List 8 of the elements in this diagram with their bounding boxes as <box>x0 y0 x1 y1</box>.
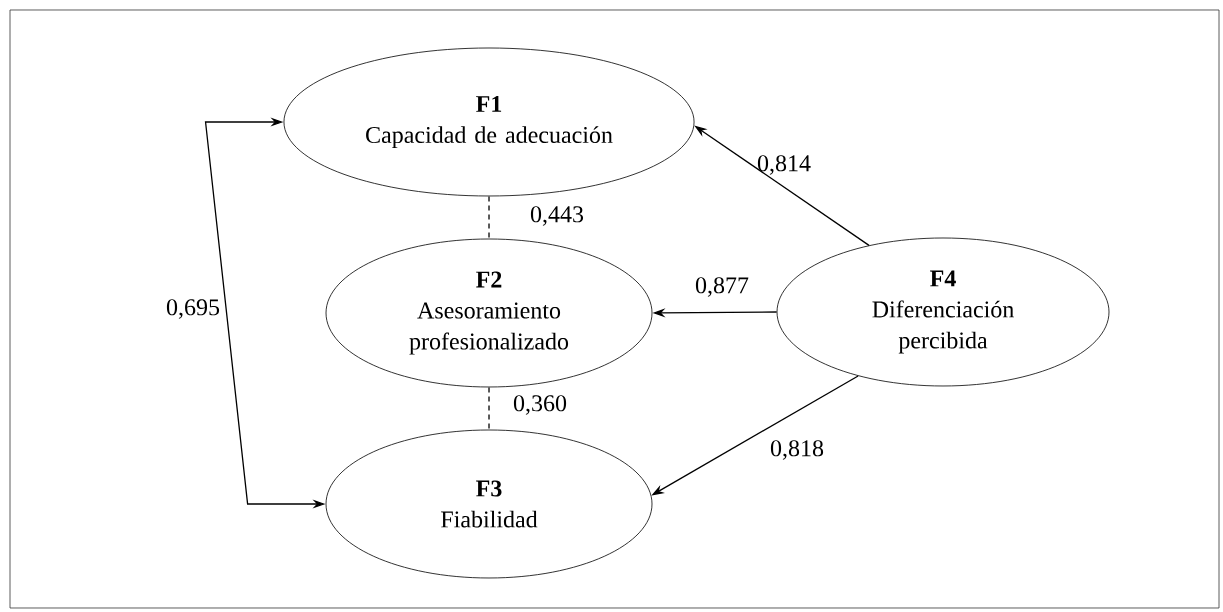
edge-label: 0,443 <box>530 206 584 226</box>
connector-line <box>488 195 490 240</box>
edge-label: 0,818 <box>770 440 824 460</box>
connector-line <box>488 386 490 431</box>
edge-label: 0,695 <box>166 299 220 319</box>
edge-label: 0,814 <box>757 155 811 175</box>
edge-label: 0,360 <box>513 395 567 415</box>
edge-label: 0,877 <box>695 277 749 297</box>
